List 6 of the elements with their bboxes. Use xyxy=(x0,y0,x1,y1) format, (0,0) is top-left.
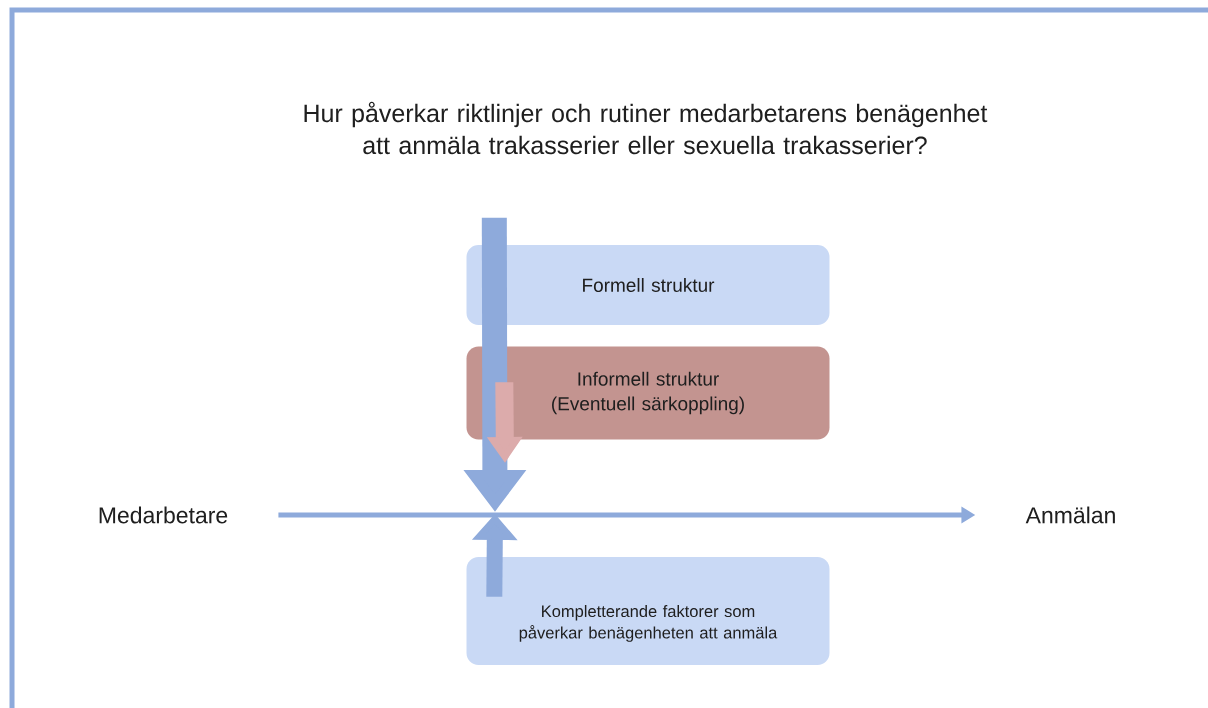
factor-box: Informell struktur (Eventuell särkoppling) xyxy=(466,346,830,440)
factor-box: Kompletterande faktorer som påverkar benägenheten att anmäla xyxy=(466,557,830,665)
axis-label: Medarbetare xyxy=(99,506,228,524)
title: Hur påverkar riktlinjer och rutiner medarbetarens benägenhet att anmäla trakasserier eller sexuella trakasserier? xyxy=(304,101,988,155)
axis-label: Anmälan xyxy=(1025,506,1115,524)
factor-box: Formell struktur xyxy=(466,245,830,325)
